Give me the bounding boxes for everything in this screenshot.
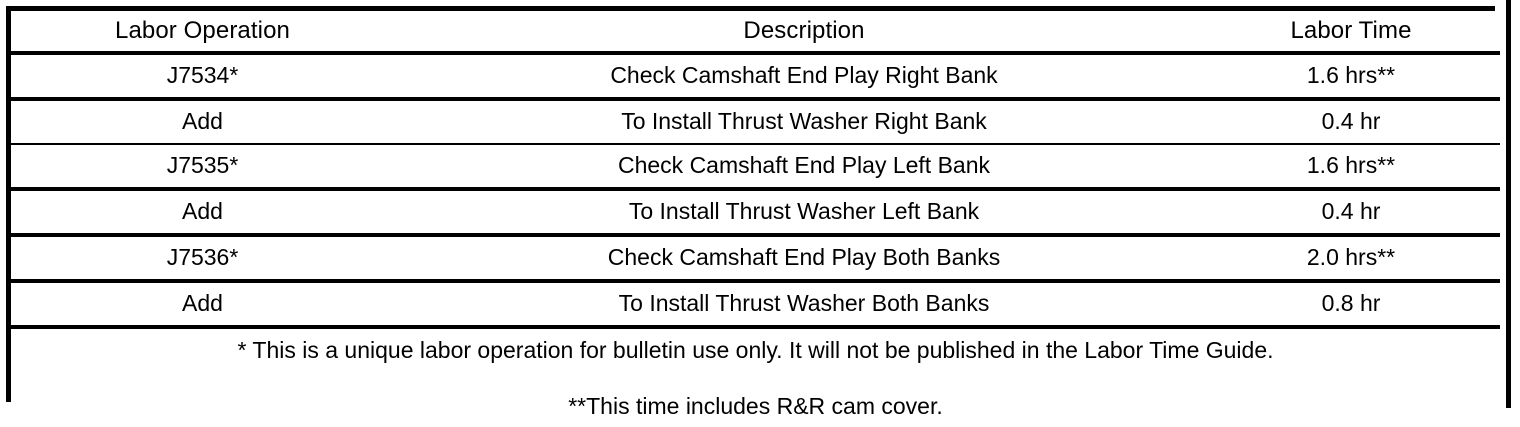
footnote-double-asterisk: **This time includes R&R cam cover. — [568, 393, 943, 419]
cell-spacer — [1488, 281, 1500, 329]
right-edge-rule — [1506, 0, 1511, 408]
cell-spacer — [1488, 99, 1500, 145]
cell-labor-operation: Add — [11, 281, 394, 329]
cell-description: Check Camshaft End Play Both Banks — [394, 235, 1214, 283]
cell-description: To Install Thrust Washer Right Bank — [394, 99, 1214, 145]
cell-labor-time: 0.8 hr — [1214, 281, 1488, 329]
table-row: J7534* Check Camshaft End Play Right Ban… — [11, 53, 1500, 101]
cell-labor-operation: Add — [11, 99, 394, 145]
cell-description: Check Camshaft End Play Right Bank — [394, 53, 1214, 101]
table-row: Add To Install Thrust Washer Right Bank … — [11, 99, 1500, 145]
labor-operation-table: Labor Operation Description Labor Time J… — [6, 6, 1500, 427]
cell-labor-time: 0.4 hr — [1214, 99, 1488, 145]
footnote-gap — [11, 363, 1500, 393]
cell-labor-operation: J7534* — [11, 53, 394, 101]
cell-labor-time: 0.4 hr — [1214, 189, 1488, 237]
column-header-labor-operation: Labor Operation — [11, 11, 394, 55]
table-row: J7536* Check Camshaft End Play Both Bank… — [11, 235, 1500, 283]
labor-table-grid: Labor Operation Description Labor Time J… — [11, 11, 1500, 427]
cell-description: To Install Thrust Washer Both Banks — [394, 281, 1214, 329]
cell-spacer — [1488, 189, 1500, 237]
header-row: Labor Operation Description Labor Time — [11, 11, 1500, 55]
table-row: J7535* Check Camshaft End Play Left Bank… — [11, 144, 1500, 191]
cell-labor-time: 1.6 hrs** — [1214, 53, 1488, 101]
page-canvas: Labor Operation Description Labor Time J… — [6, 0, 1511, 427]
table-row: Add To Install Thrust Washer Both Banks … — [11, 281, 1500, 329]
footnote-cell: * This is a unique labor operation for b… — [11, 327, 1500, 427]
table-body: J7534* Check Camshaft End Play Right Ban… — [11, 53, 1500, 427]
cell-labor-operation: Add — [11, 189, 394, 237]
cell-labor-time: 2.0 hrs** — [1214, 235, 1488, 283]
cell-spacer — [1488, 144, 1500, 191]
cell-labor-time: 1.6 hrs** — [1214, 144, 1488, 191]
cell-spacer — [1488, 53, 1500, 101]
cell-spacer — [1488, 235, 1500, 283]
column-header-spacer — [1488, 11, 1500, 55]
table-header: Labor Operation Description Labor Time — [11, 11, 1500, 55]
column-header-description: Description — [394, 11, 1214, 55]
cell-labor-operation: J7536* — [11, 235, 394, 283]
table-row: Add To Install Thrust Washer Left Bank 0… — [11, 189, 1500, 237]
footnote-row: * This is a unique labor operation for b… — [11, 327, 1500, 427]
column-header-labor-time: Labor Time — [1214, 11, 1488, 55]
cell-description: Check Camshaft End Play Left Bank — [394, 144, 1214, 191]
footnote-single-asterisk: * This is a unique labor operation for b… — [237, 336, 1274, 363]
cell-description: To Install Thrust Washer Left Bank — [394, 189, 1214, 237]
cell-labor-operation: J7535* — [11, 144, 394, 191]
